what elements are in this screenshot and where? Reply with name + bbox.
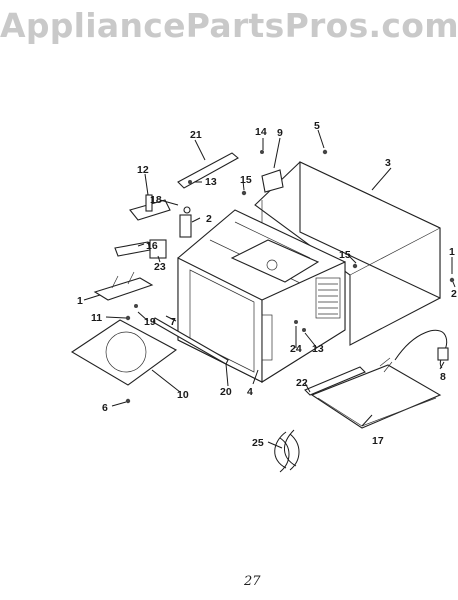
vent-grille: [315, 277, 341, 319]
bottom-tray: [310, 364, 442, 429]
callout-25: 25: [252, 437, 264, 449]
callout-15a: 15: [240, 174, 252, 186]
callout-20: 20: [220, 386, 232, 398]
callout-22: 22: [296, 377, 308, 389]
latch-bracket: [114, 241, 151, 257]
leader-lines: [83, 129, 456, 449]
callout-4: 4: [247, 386, 253, 398]
callout-6: 6: [102, 402, 108, 414]
callout-2a: 2: [206, 213, 212, 225]
main-chassis: [177, 209, 346, 383]
callout-18: 18: [150, 194, 162, 206]
base-plate: [70, 319, 178, 386]
callout-14: 14: [255, 126, 267, 138]
page-mark: 27: [244, 574, 261, 589]
callout-15b: 15: [339, 249, 351, 261]
callout-5: 5: [314, 120, 320, 132]
callout-17: 17: [372, 435, 384, 447]
outer-cabinet: [254, 161, 441, 346]
callout-3: 3: [385, 157, 391, 169]
hinge-bracket: [129, 194, 171, 221]
callout-1: 1: [77, 295, 83, 307]
callout-11: 11: [91, 312, 102, 324]
callout-13b: 13: [312, 343, 324, 355]
callout-21: 21: [190, 129, 202, 141]
callout-19: 19: [144, 316, 156, 328]
door-latch: [93, 271, 154, 301]
callout-12: 12: [137, 164, 149, 176]
callout-7: 7: [170, 316, 176, 328]
callout-10: 10: [177, 389, 189, 401]
callout-2b: 2: [451, 288, 457, 300]
callout-13a: 13: [205, 176, 217, 188]
power-cord: [379, 329, 449, 373]
callout-24: 24: [290, 343, 302, 355]
callout-23: 23: [154, 261, 166, 273]
callout-1-right: 1: [449, 246, 455, 258]
callout-9: 9: [277, 127, 283, 139]
callout-labels: 21 14 9 5 3 12 13 15 18 2 16 23 1 11 19 …: [77, 120, 457, 449]
callout-16: 16: [146, 240, 158, 252]
top-bracket: [177, 152, 239, 189]
cover-panel: [261, 169, 284, 193]
callout-8: 8: [440, 371, 446, 383]
watermark: AppliancePartsPros.com: [0, 6, 458, 45]
support-rail: [304, 366, 366, 396]
switch-assembly: [179, 206, 192, 238]
wire-harness: [274, 429, 300, 473]
